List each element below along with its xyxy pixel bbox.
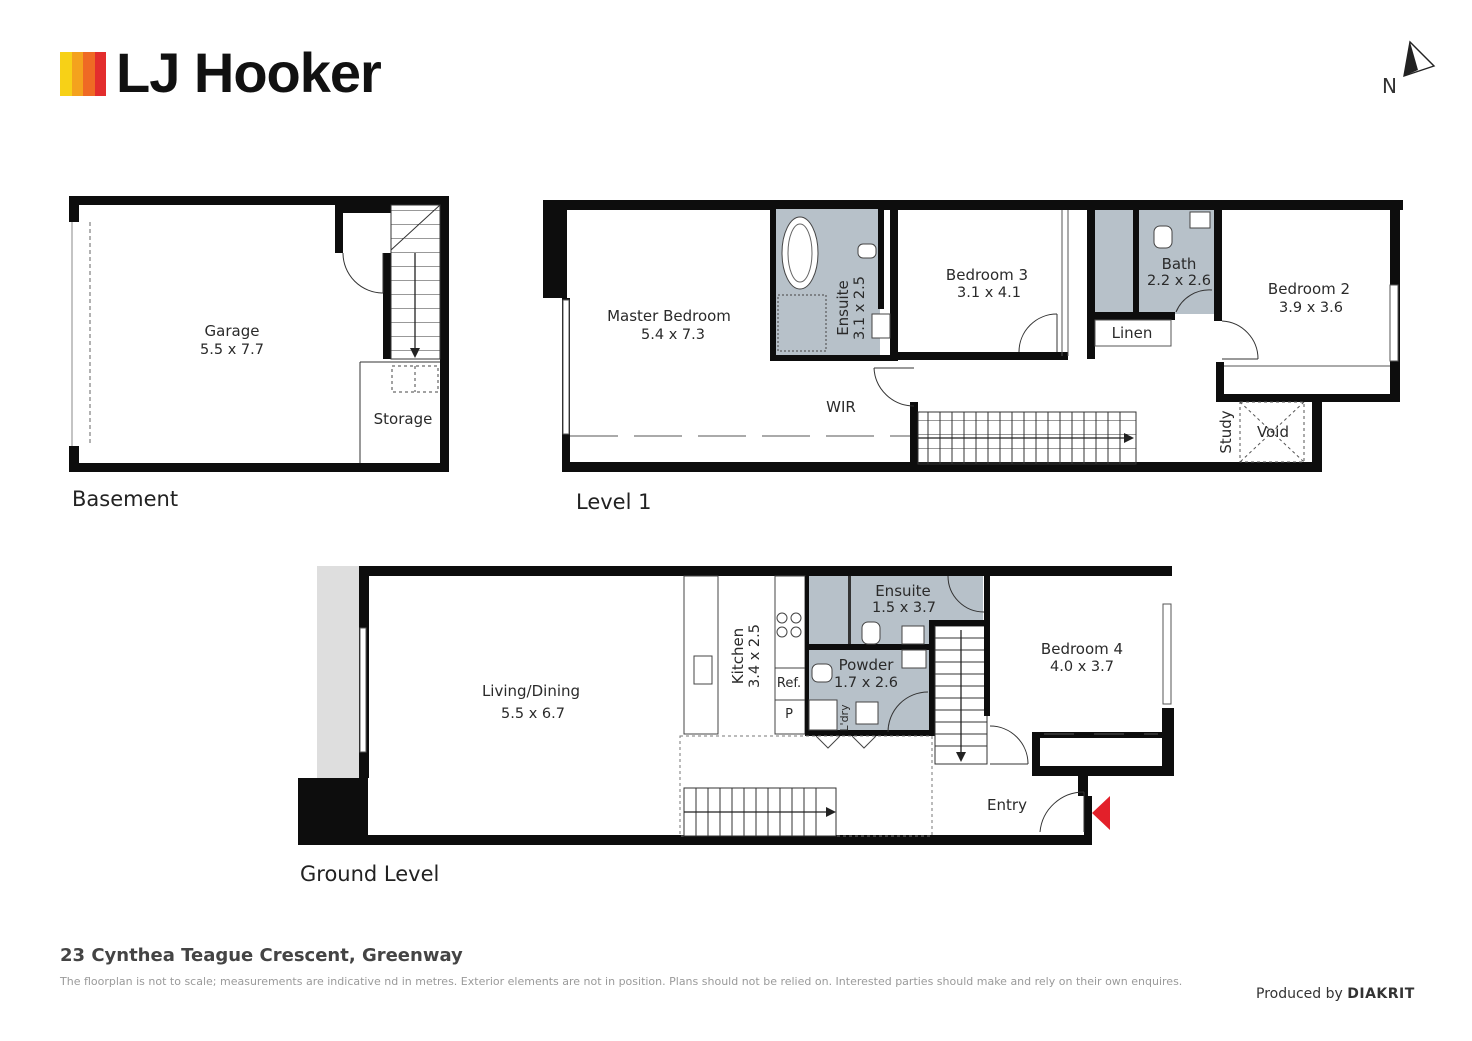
entry-label: Entry [987,796,1027,814]
pantry-label: P [785,707,793,722]
master-bedroom-label: Master Bedroom [607,307,731,325]
ground-title: Ground Level [300,862,439,886]
level1-plan: Master Bedroom 5.4 x 7.3 Ensuite 3.1 x 2… [543,200,1403,514]
ensuite1-label: Ensuite [834,280,852,336]
logo-stripe-4 [94,52,106,96]
logo-stripe-1 [60,52,72,96]
bath-dims: 2.2 x 2.6 [1147,273,1211,289]
living-label: Living/Dining [482,682,580,700]
ground-plan: Living/Dining 5.5 x 6.7 Kitchen 3.4 x 2.… [298,566,1174,886]
property-address: 23 Cynthea Teague Crescent, Greenway [60,945,463,966]
entry-arrow-icon [1092,796,1110,830]
garage-dims: 5.5 x 7.7 [200,342,264,358]
producer-name: DIAKRIT [1347,986,1415,1002]
basement-title: Basement [72,487,178,511]
study-label: Study [1217,410,1235,453]
wir-label: WIR [826,398,856,416]
ref-label: Ref. [777,676,801,691]
bedroom3-dims: 3.1 x 4.1 [957,285,1021,301]
logo-stripe-3 [83,52,95,96]
bedroom4-label: Bedroom 4 [1041,640,1123,658]
bath-label: Bath [1162,255,1197,273]
compass: N [1378,40,1438,100]
linen-label: Linen [1112,324,1153,342]
kitchen-dims: 3.4 x 2.5 [747,624,763,688]
logo-stripe-2 [71,52,83,96]
laundry-label: L'dry [838,704,851,732]
garage-label: Garage [205,322,260,340]
garage-door [67,222,91,446]
master-bedroom-dims: 5.4 x 7.3 [641,327,705,343]
brand-logo: LJ Hooker [60,41,382,112]
powder-dims: 1.7 x 2.6 [834,675,898,691]
compass-arrow-icon [1403,40,1436,78]
bedroom2-dims: 3.9 x 3.6 [1279,300,1343,316]
produced-by: Produced by DIAKRIT [1256,986,1415,1002]
logo-stripes [60,52,106,96]
living-dims: 5.5 x 6.7 [501,706,565,722]
ensuite2-label: Ensuite [875,582,931,600]
bedroom2-label: Bedroom 2 [1268,280,1350,298]
storage-label: Storage [374,410,433,428]
produced-by-label: Produced by [1256,986,1343,1002]
ensuite2-dims: 1.5 x 3.7 [872,600,936,616]
level1-title: Level 1 [576,490,651,514]
kitchen-label: Kitchen [729,628,747,684]
bedroom3-label: Bedroom 3 [946,266,1028,284]
void-label: Void [1257,423,1289,441]
brand-name: LJ Hooker [116,41,382,104]
compass-north-label: N [1382,74,1397,98]
bedroom4-dims: 4.0 x 3.7 [1050,659,1114,675]
basement-plan: Garage 5.5 x 7.7 Storage Basement [67,196,449,511]
disclaimer: The floorplan is not to scale; measureme… [60,975,1183,988]
ensuite1-dims: 3.1 x 2.5 [852,276,868,340]
powder-label: Powder [839,656,895,674]
